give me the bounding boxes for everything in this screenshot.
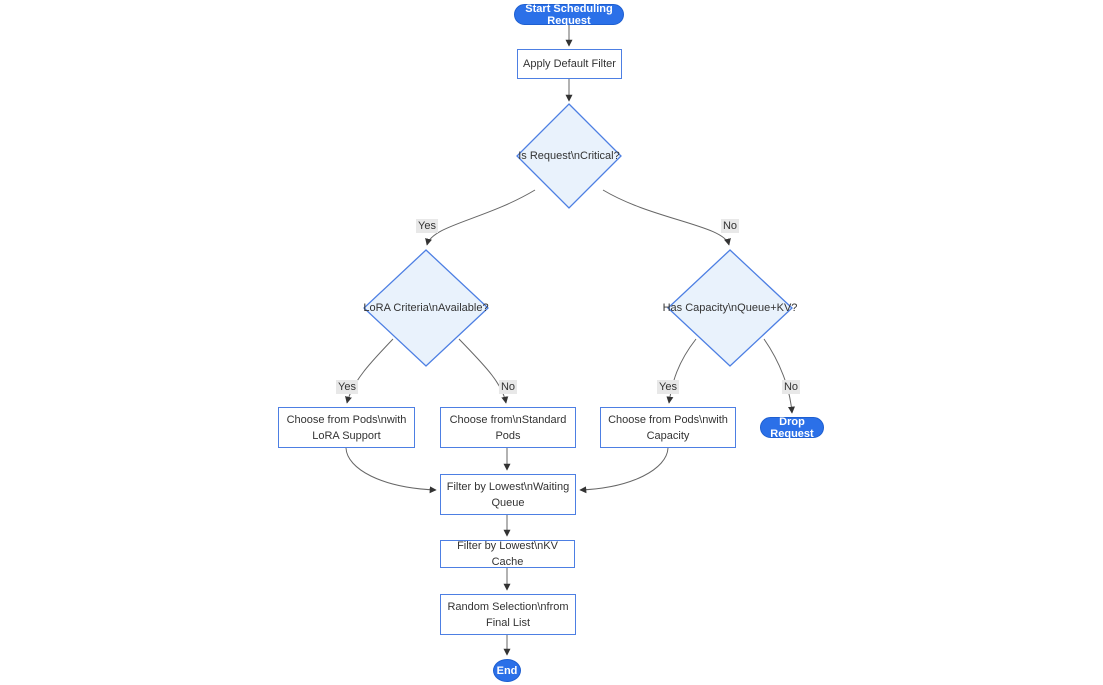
decision-has-capacity-shape	[667, 249, 793, 367]
edge-label-capacity-yes: Yes	[657, 380, 679, 394]
decision-is-request-critical-label: Is Request\nCritical?	[518, 150, 620, 162]
node-label-line: Random Selection\nfrom	[447, 600, 569, 613]
node-label: Apply Default Filter	[523, 58, 616, 70]
node-choose-standard-pods: Choose from\nStandard Pods	[440, 407, 576, 448]
node-choose-lora-pods: Choose from Pods\nwith LoRA Support	[278, 407, 415, 448]
node-label-line: Capacity	[646, 429, 690, 442]
edge-lora-no	[458, 338, 509, 404]
decision-is-request-critical-shape	[516, 103, 622, 209]
node-label-line: Choose from Pods\nwith	[608, 413, 728, 426]
node-label: Start Scheduling Request	[525, 2, 613, 27]
edge-lora-yes	[345, 338, 394, 404]
edge-capacity-no	[763, 338, 795, 414]
edge-label-lora-no: No	[498, 380, 518, 394]
node-label-line: Final List	[485, 616, 531, 629]
node-choose-capacity-pods: Choose from Pods\nwith Capacity	[600, 407, 736, 448]
node-filter-waiting-queue: Filter by Lowest\nWaiting Queue	[440, 474, 576, 515]
edge-capacity-yes	[666, 338, 697, 404]
edge-capacitypods-to-waiting	[579, 447, 669, 494]
node-random-selection: Random Selection\nfrom Final List	[440, 594, 576, 635]
decision-lora-criteria-shape	[363, 249, 489, 367]
decision-lora-criteria-label: LoRA Criteria\nAvailable?	[363, 302, 489, 314]
node-label-line: Choose from Pods\nwith	[286, 413, 407, 426]
node-label-line: Queue	[491, 496, 525, 509]
node-label-line: Filter by Lowest\nWaiting	[446, 480, 570, 493]
edge-label-critical-no: No	[720, 219, 740, 233]
edge-critical-yes	[425, 189, 536, 246]
node-drop-request: Drop Request	[760, 415, 824, 440]
node-label-line: LoRA Support	[312, 429, 381, 442]
node-label: End	[496, 664, 518, 677]
node-label: Filter by Lowest\nKV Cache	[457, 540, 558, 568]
edge-critical-no	[602, 189, 731, 246]
node-label-line: Pods	[495, 429, 521, 442]
edge-lorapods-to-waiting	[345, 447, 437, 494]
edge-label-critical-yes: Yes	[416, 219, 438, 233]
node-apply-default-filter: Apply Default Filter	[517, 49, 622, 79]
edge-label-lora-yes: Yes	[336, 380, 358, 394]
node-end: End	[493, 659, 521, 682]
decision-has-capacity-label: Has Capacity\nQueue+KV?	[662, 302, 798, 314]
node-label-line: Choose from\nStandard	[449, 413, 567, 426]
node-start: Start Scheduling Request	[514, 2, 624, 27]
edge-label-capacity-no: No	[781, 380, 801, 394]
node-filter-kv-cache: Filter by Lowest\nKV Cache	[440, 540, 575, 568]
node-label: Drop Request	[770, 415, 814, 440]
